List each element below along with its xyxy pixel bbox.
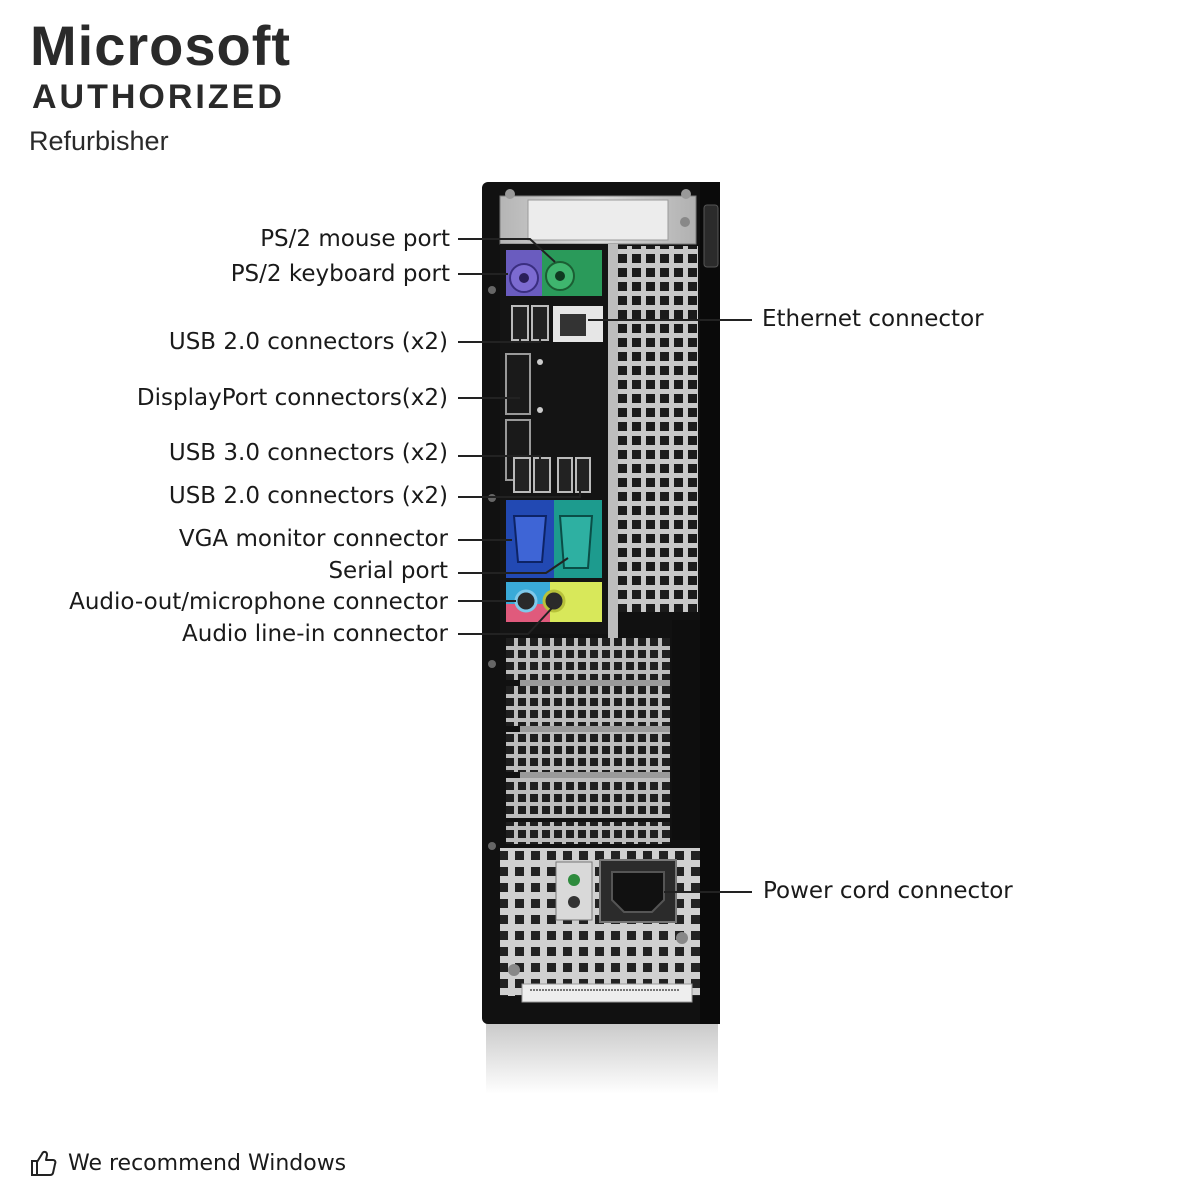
label-vga-connector: VGA monitor connector [178, 526, 448, 552]
label-displayport: DisplayPort connectors(x2) [136, 385, 448, 411]
footer-text: We recommend Windows [68, 1150, 347, 1176]
audio-out-jack [514, 589, 538, 613]
power-cord-connector [611, 871, 665, 913]
badge-authorized: AUTHORIZED [32, 78, 285, 116]
expansion-slot [506, 638, 670, 680]
badge-refurbisher: Refurbisher [29, 126, 169, 156]
label-power-cord-connector: Power cord connector [763, 878, 1013, 904]
label-audio-out: Audio-out/microphone connector [69, 589, 448, 615]
footer-recommend: We recommend Windows [28, 1148, 346, 1178]
vga-connector [512, 515, 548, 563]
vent-grille-upper [618, 246, 698, 612]
label-ethernet-connector: Ethernet connector [762, 306, 984, 332]
usb-port [575, 457, 591, 493]
displayport-connector [505, 353, 531, 415]
callout-lines [458, 238, 752, 893]
badge-microsoft: Microsoft [30, 14, 291, 77]
label-usb30: USB 3.0 connectors (x2) [168, 440, 448, 466]
thumbs-up-icon [31, 1150, 57, 1176]
label-ps2-keyboard-port: PS/2 keyboard port [230, 261, 450, 287]
label-serial-port: Serial port [328, 558, 448, 584]
label-ps2-mouse-port: PS/2 mouse port [260, 226, 450, 252]
tower-reflection [486, 1022, 718, 1094]
usb-port [557, 457, 573, 493]
label-usb20-mid: USB 2.0 connectors (x2) [168, 483, 448, 509]
label-audio-line-in: Audio line-in connector [182, 621, 448, 647]
usb-port [513, 457, 531, 493]
serial-port [558, 515, 594, 569]
usb-port [533, 457, 551, 493]
label-usb20-top: USB 2.0 connectors (x2) [168, 329, 448, 355]
ethernet-port [560, 314, 586, 336]
audio-line-in-jack [542, 589, 566, 613]
